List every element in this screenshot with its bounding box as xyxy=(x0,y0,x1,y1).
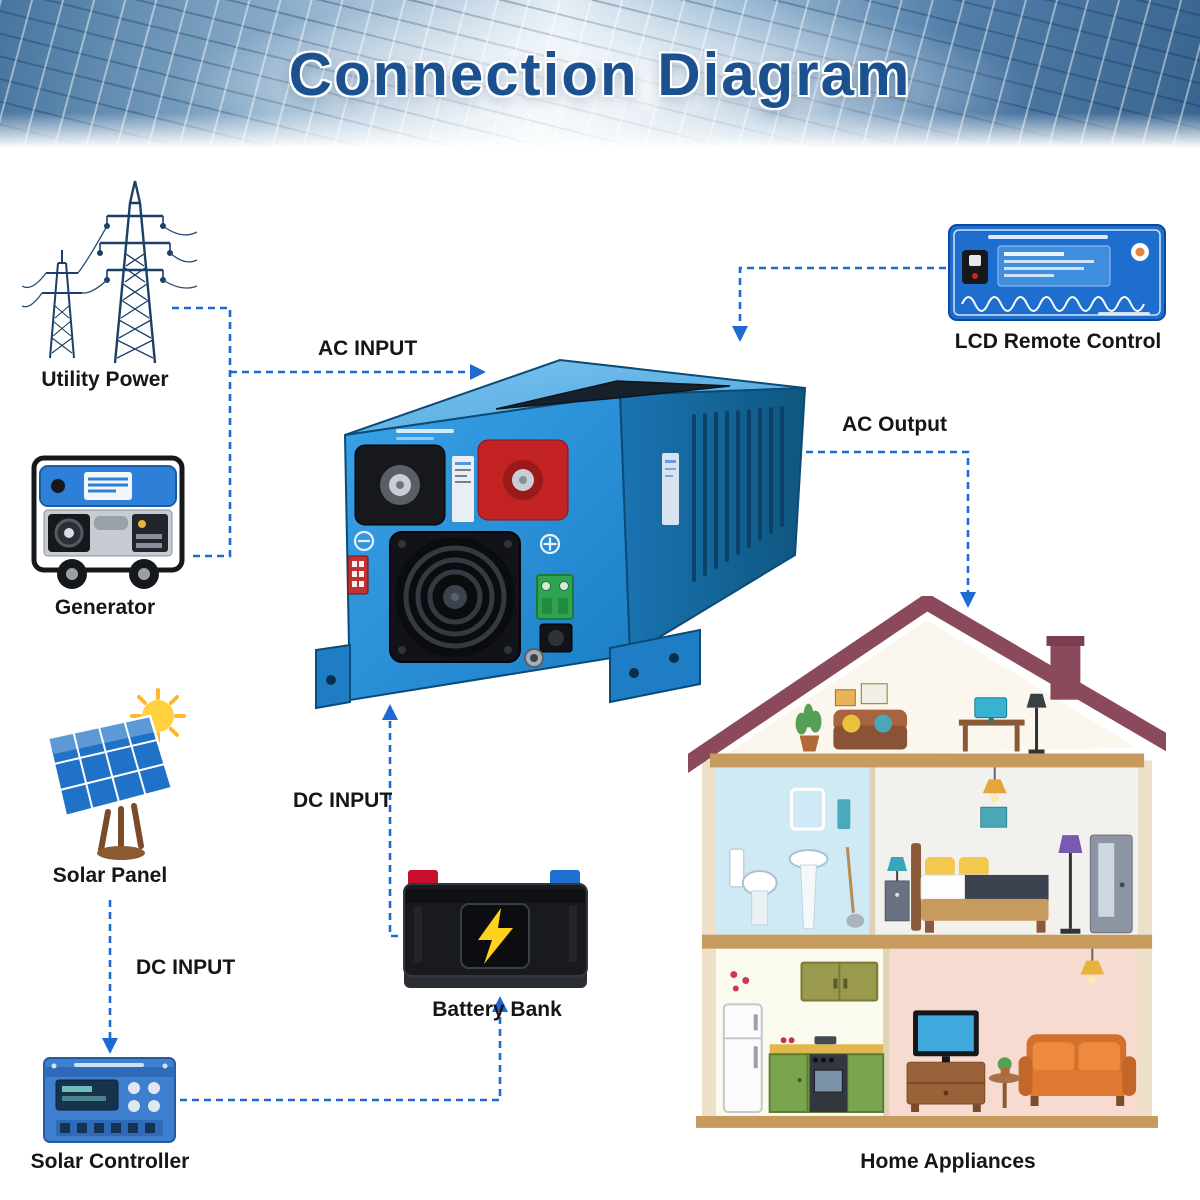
home-appliances-label: Home Appliances xyxy=(860,1150,1036,1173)
wire-battery-to-inverter xyxy=(382,704,398,938)
dc-input-solar-label: DC INPUT xyxy=(136,956,236,979)
attic xyxy=(717,620,1137,760)
lcd-remote-control-icon xyxy=(948,224,1166,321)
generator-label: Generator xyxy=(54,596,156,619)
lcd-remote-label: LCD Remote Control xyxy=(954,330,1162,353)
ac-input-label: AC INPUT xyxy=(318,337,418,360)
sine-wave-icon xyxy=(961,296,1145,312)
battery-bank-icon xyxy=(398,866,593,994)
inverter-fan xyxy=(389,531,521,663)
header-banner: Connection Diagram xyxy=(0,0,1200,148)
utility-power-label: Utility Power xyxy=(41,368,169,391)
solar-panel-icon xyxy=(38,686,193,866)
battery-bolt-icon xyxy=(478,908,513,964)
inverter-positive-terminal xyxy=(477,439,569,521)
solar-panel-label: Solar Panel xyxy=(52,864,168,887)
wire-panel-to-controller xyxy=(102,900,118,1054)
house-cross-section-icon xyxy=(677,594,1176,1139)
power-inverter-image xyxy=(312,328,832,728)
remote-lcd-screen xyxy=(997,245,1111,287)
utility-power-icon xyxy=(21,168,198,373)
page-title: Connection Diagram xyxy=(288,40,912,108)
house-roof xyxy=(677,594,1176,775)
inverter-negative-terminal xyxy=(354,444,446,526)
solar-controller-icon xyxy=(42,1054,177,1146)
generator-icon xyxy=(28,452,188,592)
arrowhead-down xyxy=(102,1038,118,1054)
solar-controller-label: Solar Controller xyxy=(30,1150,190,1173)
battery-bank-label: Battery Bank xyxy=(432,998,562,1021)
dc-input-battery-label: DC INPUT xyxy=(293,789,393,812)
remote-power-switch xyxy=(962,250,988,284)
ac-output-label: AC Output xyxy=(842,413,947,436)
